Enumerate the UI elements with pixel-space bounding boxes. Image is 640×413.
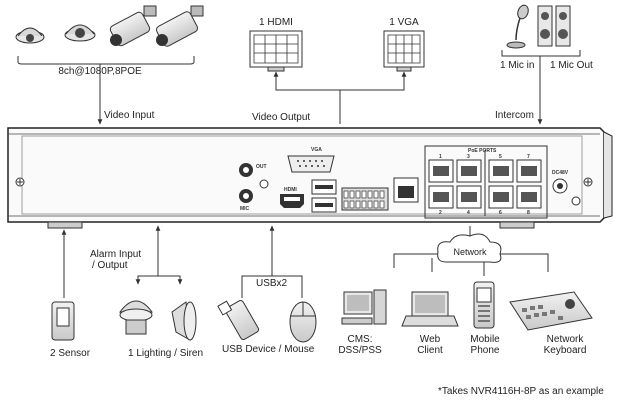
microphone-icon	[506, 4, 529, 49]
poe-ports-label: PoE PORTS	[468, 148, 497, 154]
mobile-label-line1: Mobile	[470, 334, 500, 345]
poe-port-number: 4	[467, 210, 470, 216]
sensor-label: 2 Sensor	[50, 348, 91, 359]
vga-monitor-icon	[383, 30, 425, 72]
siren-icon	[171, 301, 197, 341]
alarm-label-line2: / Output	[92, 260, 128, 271]
poe-port-number: 7	[527, 154, 530, 160]
hdmi-monitor-icon	[249, 30, 303, 72]
dome-camera-icon	[64, 24, 96, 42]
intercom-label: Intercom	[495, 110, 534, 121]
poe-port-number: 1	[439, 154, 442, 160]
usb-count-label: USBx2	[256, 278, 288, 289]
lighting-label: 1 Lighting / Siren	[128, 348, 204, 359]
video-input-label: Video Input	[104, 110, 155, 121]
mobile-label-line2: Phone	[470, 345, 500, 356]
hdmi-port-label: HDMI	[284, 187, 297, 193]
cms-label-line1: CMS:	[347, 334, 373, 345]
web-client-label-line2: Client	[417, 345, 443, 356]
vga-label: 1 VGA	[389, 17, 419, 28]
keyboard-label-line2: Keyboard	[543, 345, 587, 356]
bullet-camera-icon	[109, 5, 157, 47]
bullet-camera-icon	[155, 5, 204, 47]
network-cloud-icon	[437, 233, 502, 263]
sensor-icon	[51, 301, 75, 341]
video-output-label: Video Output	[252, 112, 311, 123]
poe-port-number: 6	[499, 210, 502, 216]
mic-port-label: MIC	[240, 206, 250, 212]
hdmi-label: 1 HDMI	[259, 17, 293, 28]
out-port-label: OUT	[256, 164, 267, 170]
mic-out-label: 1 Mic Out	[550, 60, 593, 71]
mouse-icon	[289, 301, 317, 343]
laptop-icon	[401, 291, 459, 327]
light-icon	[119, 300, 153, 335]
camera-spec-label: 8ch@1080P,8POE	[58, 66, 142, 77]
keyboard-label-line1: Network	[546, 334, 584, 345]
alarm-label-line1: Alarm Input	[90, 249, 142, 260]
usb-drive-icon	[217, 300, 260, 340]
poe-port-number: 2	[439, 210, 442, 216]
dc-in-label: DC48V	[552, 170, 569, 176]
dome-camera-icon	[15, 27, 45, 44]
vga-port-label: VGA	[311, 147, 322, 153]
mobile-phone-icon	[473, 281, 495, 329]
usb-devices-label: USB Device / Mouse	[222, 344, 315, 355]
network-label: Network	[453, 247, 487, 257]
web-client-label-line1: Web	[419, 334, 441, 345]
network-keyboard-icon	[509, 291, 593, 331]
mic-in-label: 1 Mic in	[500, 60, 535, 71]
poe-port-number: 3	[467, 154, 470, 160]
poe-port-number: 8	[527, 210, 530, 216]
footnote: *Takes NVR4116H-8P as an example	[438, 386, 604, 397]
nvr-rear-panel	[7, 127, 613, 229]
speaker-icon	[537, 5, 571, 47]
cms-label-line2: DSS/PSS	[338, 345, 382, 356]
cms-computer-icon	[341, 289, 387, 325]
poe-port-number: 5	[499, 154, 502, 160]
